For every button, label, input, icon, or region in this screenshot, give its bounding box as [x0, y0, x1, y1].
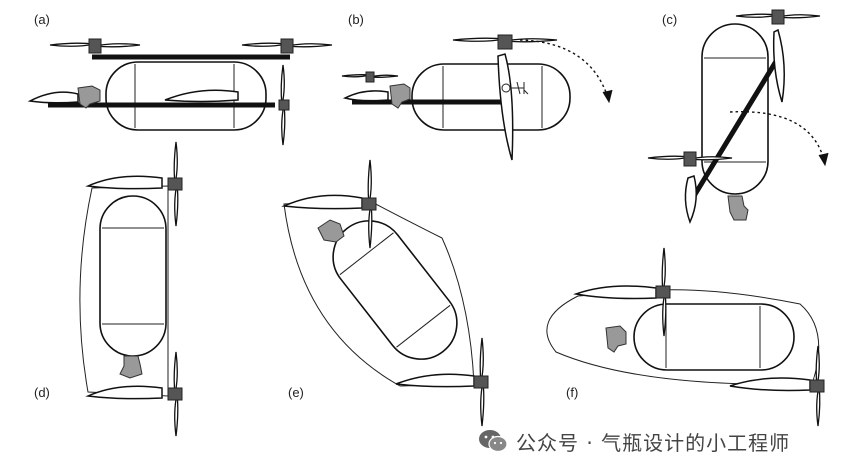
rotor-small-b [341, 71, 399, 83]
envelope-d [79, 185, 169, 397]
tank-body-c [701, 23, 769, 195]
wing-left-a [27, 91, 79, 104]
wing-top-c [772, 28, 785, 103]
panel-b: (b) [341, 12, 613, 161]
pusher-prop-a [278, 64, 290, 146]
panel-label-d: (d) [34, 385, 50, 400]
panel-c: (c) [647, 9, 829, 224]
tilt-wing-b [497, 53, 514, 161]
wing-top-e [281, 194, 363, 210]
wing-right-a [164, 89, 239, 103]
panel-e: (e) [281, 159, 489, 427]
panel-label-f: (f) [566, 385, 578, 400]
arrow-head-b [602, 89, 613, 104]
watermark-text: 公众号 · 气瓶设计的小工程师 [516, 430, 791, 455]
prop-top-f [655, 247, 671, 337]
rotor-right-a [241, 38, 333, 54]
engine-e [317, 219, 345, 243]
wing-bottom-d [85, 385, 163, 400]
prop-bottom-e [473, 337, 489, 427]
panel-label-e: (e) [288, 385, 304, 400]
watermark: 公众号 · 气瓶设计的小工程师 [478, 424, 790, 458]
wing-bottom-e [395, 373, 475, 388]
panel-d: (d) [34, 141, 183, 437]
panel-label-a: (a) [34, 12, 50, 27]
tank-body-b [411, 63, 571, 131]
tank-body-f [633, 303, 795, 371]
diagonal-boom-c [691, 56, 781, 198]
panel-label-c: (c) [662, 12, 677, 27]
prop-top-d [167, 141, 183, 227]
rotor-main-b [452, 34, 558, 50]
rotor-bottom-c [647, 151, 733, 167]
panel-label-b: (b) [348, 12, 364, 27]
motion-arrow-c [729, 111, 825, 161]
panel-f: (f) [546, 247, 825, 427]
rotor-left-a [49, 38, 141, 54]
wing-bottom-f [729, 377, 811, 392]
prop-top-e [361, 159, 377, 249]
wing-bottom-c [684, 175, 697, 224]
tank-body-e [332, 220, 458, 360]
tank-body-d [99, 195, 167, 357]
wing-top-f [573, 285, 657, 300]
arrow-head-c [818, 152, 829, 167]
panel-a: (a) [27, 12, 333, 146]
prop-bottom-f [809, 345, 825, 427]
wing-top-d [85, 175, 163, 190]
engine-f [605, 325, 627, 353]
tank-body-a [105, 61, 267, 131]
wechat-icon [479, 430, 508, 453]
rotor-top-c [735, 9, 821, 25]
spring-icon [510, 81, 529, 95]
engine-d [119, 355, 143, 379]
motion-arrow-b [519, 39, 609, 99]
prop-bottom-d [167, 351, 183, 437]
wing-left-b [342, 90, 389, 102]
engine-c [727, 195, 749, 221]
envelope-e [283, 199, 475, 387]
engine-a [77, 85, 101, 109]
engine-b [389, 83, 411, 109]
